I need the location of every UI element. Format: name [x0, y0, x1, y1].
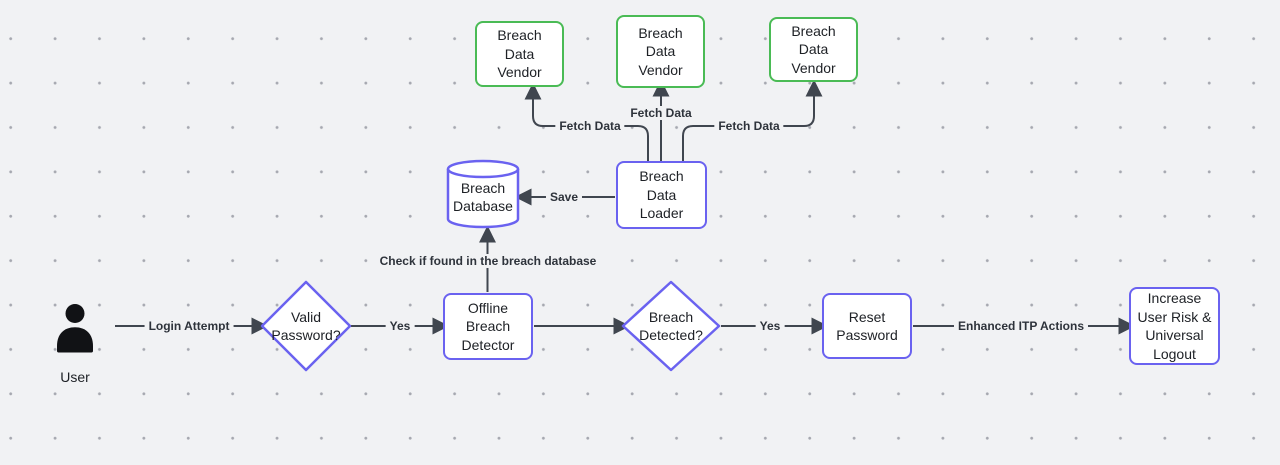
node-breach-data-vendor-2[interactable]: Breach Data Vendor: [616, 15, 705, 88]
user-node-label: User: [60, 369, 90, 385]
edge-label-login-attempt: Login Attempt: [144, 319, 234, 333]
database-cylinder-rim: [446, 168, 520, 179]
edge-label-fetch-data-1: Fetch Data: [555, 119, 625, 133]
node-label: Breach Data Vendor: [791, 22, 836, 76]
node-breach-data-vendor-1[interactable]: Breach Data Vendor: [475, 21, 564, 87]
edge-label-yes-1: Yes: [385, 319, 415, 333]
node-increase-user-risk[interactable]: Increase User Risk & Universal Logout: [1129, 287, 1220, 365]
node-label: Breach Data Vendor: [497, 27, 542, 81]
edge-label-yes-2: Yes: [755, 319, 785, 333]
user-icon[interactable]: [57, 304, 93, 353]
edge-label-fetch-data-3: Fetch Data: [714, 119, 784, 133]
node-breach-database-cylinder[interactable]: [446, 159, 520, 229]
edge-label-save: Save: [545, 190, 583, 204]
node-label: Breach Data Vendor: [638, 24, 683, 78]
node-reset-password[interactable]: Reset Password: [822, 293, 912, 359]
node-label: Reset Password: [836, 308, 898, 344]
edge-label-enhanced-itp-actions: Enhanced ITP Actions: [953, 319, 1089, 333]
node-offline-breach-detector[interactable]: Offline Breach Detector: [443, 293, 533, 360]
node-breach-detected-diamond[interactable]: [621, 280, 721, 372]
node-breach-data-vendor-3[interactable]: Breach Data Vendor: [769, 17, 858, 82]
node-label: Offline Breach Detector: [461, 299, 515, 353]
node-valid-password-diamond[interactable]: [260, 280, 352, 372]
node-label: Breach Data Loader: [639, 168, 684, 222]
edge-label-check-breach-database: Check if found in the breach database: [375, 254, 601, 268]
node-label: Increase User Risk & Universal Logout: [1137, 290, 1212, 362]
node-breach-data-loader[interactable]: Breach Data Loader: [616, 161, 707, 229]
edge-label-fetch-data-2: Fetch Data: [626, 106, 696, 120]
